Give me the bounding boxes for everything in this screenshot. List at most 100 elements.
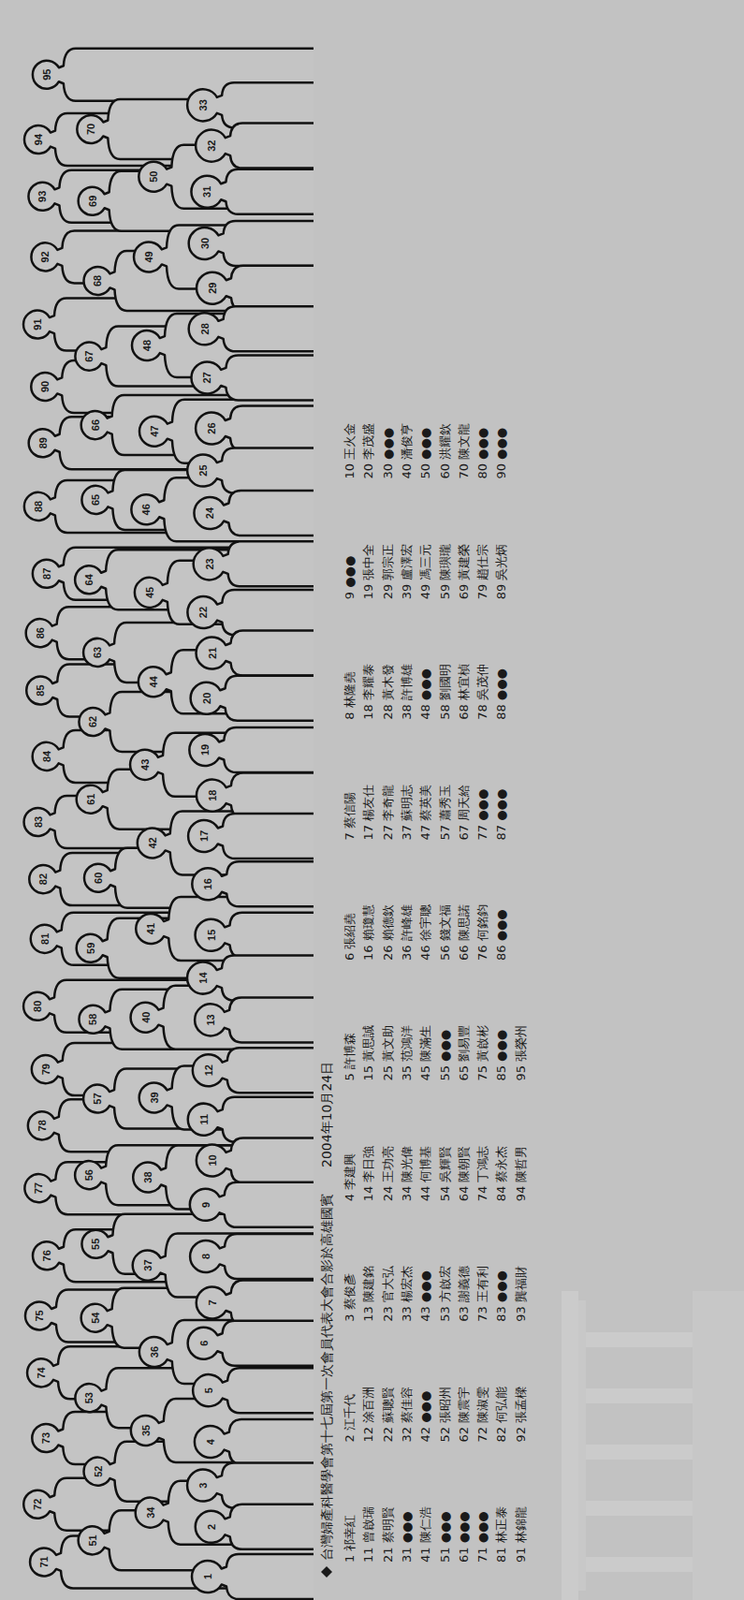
name-key-entry: 41 陳仁浩 xyxy=(418,1505,434,1562)
name-key-entry: 79 趙仕宗 xyxy=(475,543,491,600)
callout-number: 18 xyxy=(206,788,219,803)
callout-number: 25 xyxy=(197,463,209,477)
name-key-entry: 63 謝義德 xyxy=(456,1265,472,1322)
callout-number: 94 xyxy=(32,132,44,146)
name-key-entry: 24 王功亮 xyxy=(380,1145,396,1202)
callout-number: 35 xyxy=(140,1423,152,1437)
name-key-entry: 88 ●●● xyxy=(494,668,510,720)
callout-number: 73 xyxy=(40,1430,52,1445)
name-key-entry: 10 王火金 xyxy=(342,423,358,480)
callout-number: 43 xyxy=(139,758,151,772)
person-outline xyxy=(187,589,314,635)
callout-number: 53 xyxy=(83,1390,95,1404)
callout-number: 65 xyxy=(89,493,102,507)
name-key-entry: 45 陳滿生 xyxy=(418,1024,434,1081)
name-key-entry: 76 何銘鈞 xyxy=(475,904,491,961)
callout-number: 72 xyxy=(31,1497,44,1511)
name-key-entry: 42 ●●● xyxy=(418,1390,434,1443)
people-outlines xyxy=(23,48,314,1599)
callout-number: 20 xyxy=(201,691,213,705)
callout-number: 19 xyxy=(199,743,211,757)
callout-number: 31 xyxy=(201,185,213,199)
callout-number: 85 xyxy=(34,683,46,697)
name-key-entry: 60 洪耀欽 xyxy=(437,423,453,480)
person-outline xyxy=(196,265,314,311)
name-key-entry: 25 黃文助 xyxy=(380,1024,396,1081)
callout-number: 39 xyxy=(148,1090,161,1104)
callout-number: 16 xyxy=(202,876,214,890)
callout-number: 15 xyxy=(205,928,218,942)
name-key-entry: 82 何弘能 xyxy=(494,1385,510,1443)
callout-number: 58 xyxy=(87,1012,99,1026)
name-key-entry: 54 吳輝賢 xyxy=(437,1145,453,1202)
callout-number: 23 xyxy=(204,556,216,570)
callout-number: 48 xyxy=(141,338,153,352)
name-key-entry: 92 張孟樑 xyxy=(513,1385,529,1443)
callout-number: 67 xyxy=(83,350,95,364)
callout-number: 52 xyxy=(92,1464,104,1478)
name-key-entry: 35 范鴻洋 xyxy=(399,1024,415,1081)
callout-number: 49 xyxy=(143,249,155,263)
name-key-entry: 74 丁鴻志 xyxy=(475,1145,491,1202)
name-key-entry: 30 ●●● xyxy=(380,427,396,480)
name-key-entry: 2 江千代 xyxy=(342,1393,358,1442)
name-key-entry: 37 蘇明志 xyxy=(399,784,415,841)
name-key-entry: 38 許博雄 xyxy=(399,663,415,720)
name-key-entry: 66 陳思諾 xyxy=(456,904,472,961)
callout-number: 33 xyxy=(197,98,209,112)
name-key-entry: 75 黃啟彬 xyxy=(475,1024,491,1081)
callout-number: 88 xyxy=(32,499,44,513)
name-key-entry: 13 陳建銘 xyxy=(361,1265,377,1322)
callout-number: 3 xyxy=(197,1481,209,1489)
name-key-entry: 84 蔡永杰 xyxy=(494,1145,510,1202)
name-key-entry: 7 蔡信陽 xyxy=(342,791,358,840)
callout-number: 60 xyxy=(92,871,104,885)
person-outline xyxy=(195,912,314,958)
callout-number: 28 xyxy=(199,321,211,336)
callout-number: 86 xyxy=(34,626,46,640)
name-key-entry: 55 ●●● xyxy=(437,1029,453,1081)
person-outline xyxy=(192,1047,314,1093)
callout-number: 92 xyxy=(39,249,51,263)
name-key-entry: 90 ●●● xyxy=(494,427,510,480)
person-outline xyxy=(187,82,314,128)
name-key-entry: 59 陳璵瓏 xyxy=(437,543,453,600)
callout-number: 51 xyxy=(87,1532,99,1547)
callout-number: 77 xyxy=(32,1181,44,1195)
callout-number: 30 xyxy=(199,236,211,250)
person-outline xyxy=(195,406,314,452)
name-key-entry: 3 蔡俊彥 xyxy=(342,1272,358,1321)
person-outline xyxy=(195,1503,314,1549)
person-outline xyxy=(190,675,314,721)
callout-number: 17 xyxy=(198,829,210,843)
person-outline xyxy=(196,773,314,818)
person-outline xyxy=(188,1096,314,1142)
person-outline xyxy=(189,220,314,266)
name-key-entry: 14 李日強 xyxy=(361,1145,377,1202)
callout-number: 59 xyxy=(85,941,97,955)
person-outline xyxy=(187,955,314,1001)
person-outline xyxy=(188,813,314,859)
callout-number: 42 xyxy=(146,835,159,849)
name-key-entry: 28 黃木發 xyxy=(380,663,396,720)
callout-number: 4 xyxy=(204,1437,217,1445)
person-outline xyxy=(189,727,314,773)
name-key-entry: 83 ●●● xyxy=(494,1269,510,1322)
name-key-entry: 17 楊友仕 xyxy=(361,784,377,841)
callout-number: 45 xyxy=(144,585,156,599)
name-key-entry: 51 ●●● xyxy=(437,1510,453,1562)
name-key-entry: 91 林錦龍 xyxy=(513,1505,529,1562)
name-key-entry: 47 蔡英美 xyxy=(418,784,434,841)
name-key-entry: 70 陳文龍 xyxy=(456,423,472,480)
callout-number: 69 xyxy=(87,194,99,208)
name-key-entry: 48 ●●● xyxy=(418,668,434,720)
name-key-entry: 12 涂百洲 xyxy=(361,1385,377,1443)
name-key-entry: 26 賴德欽 xyxy=(380,904,396,961)
building-roof xyxy=(561,1290,579,1600)
title-bullet xyxy=(320,1565,333,1577)
callout-number: 56 xyxy=(83,1167,95,1182)
callout-number: 90 xyxy=(39,379,51,394)
name-key-entry: 61 ●●● xyxy=(456,1510,472,1562)
name-key-entry: 15 黃思誠 xyxy=(361,1024,377,1081)
